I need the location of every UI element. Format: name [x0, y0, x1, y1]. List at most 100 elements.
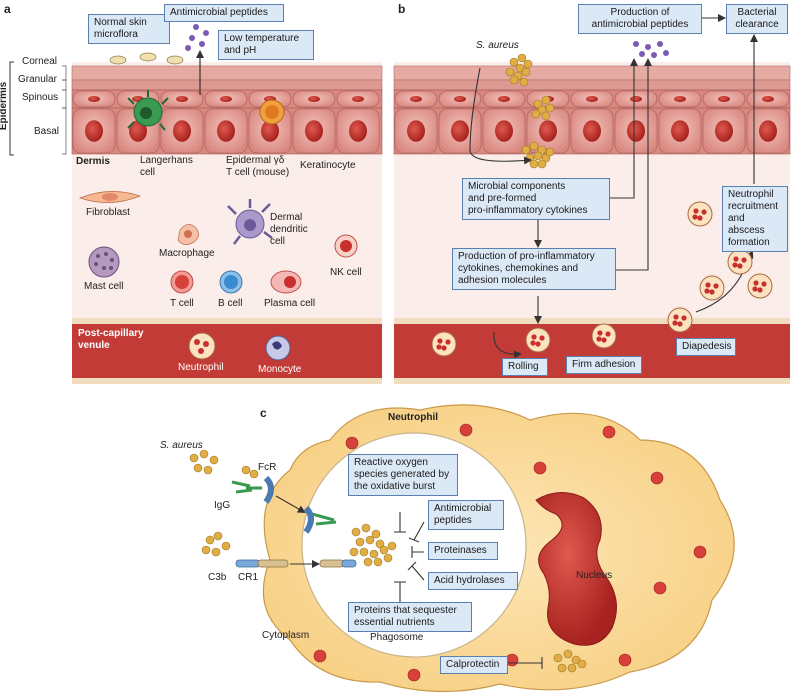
s-aureus-coccus [537, 105, 547, 115]
box-antimicrobial-peptides-a: Antimicrobial peptides [164, 4, 284, 22]
label-igg: IgG [214, 500, 231, 511]
label-b-cell: B cell [218, 298, 243, 309]
s-aureus-coccus [541, 153, 551, 163]
s-aureus-coccus [531, 109, 541, 119]
label-phagosome: Phagosome [370, 632, 424, 643]
nk-cell [334, 234, 358, 258]
neutrophil-b-lobe [597, 330, 603, 336]
box-amp-c: Antimicrobial peptides [428, 500, 504, 530]
basal-keratinocyte-nucleus [349, 120, 367, 142]
neutrophil-b-lobe [596, 336, 602, 342]
opsonized-bacterium [249, 469, 259, 479]
basal-keratinocyte-nucleus [217, 120, 235, 142]
antimicrobial-peptide-dots-b [633, 41, 669, 58]
label-nk-cell: NK cell [330, 267, 362, 278]
label-keratinocyte: Keratinocyte [300, 160, 356, 171]
s-aureus-coccus [529, 159, 539, 169]
neutrophil-b-lobe [692, 214, 698, 220]
box-proteinases: Proteinases [428, 542, 498, 560]
plasma-cell [270, 270, 302, 294]
neutrophil-b [727, 249, 753, 275]
neutrophil-b-lobe [704, 288, 710, 294]
spinous-cell-nucleus [352, 96, 364, 102]
layer-label-spinous: Spinous [22, 92, 59, 103]
basal-keratinocyte-nucleus [173, 120, 191, 142]
spinous-cell-b-nucleus [410, 96, 422, 102]
venule-neutrophil [188, 332, 216, 360]
phagosome-bacterium [351, 527, 361, 537]
spinous-cell-nucleus [308, 96, 320, 102]
spinous-cell-b-nucleus [454, 96, 466, 102]
phagosome-bacterium [363, 557, 373, 567]
basal-keratinocyte-b-nucleus [715, 120, 733, 142]
granules [313, 423, 707, 682]
post-capillary-venule [72, 318, 382, 384]
fibroblast [78, 191, 142, 203]
neutrophil-b-lobe [681, 315, 687, 321]
s-aureus-coccus [519, 77, 529, 87]
calprotectin-bacteria [553, 649, 587, 673]
neutrophil-b [667, 307, 693, 333]
spinous-cell-nucleus [88, 96, 100, 102]
basal-keratinocyte-b-nucleus [627, 120, 645, 142]
label-dermal-dendritic: Dermal dendritic cell [270, 212, 308, 247]
label-plasma-cell: Plasma cell [264, 298, 316, 309]
nucleus [535, 492, 617, 646]
basal-keratinocyte-b-nucleus [759, 120, 777, 142]
neutrophil-b-lobe [693, 208, 699, 214]
neutrophil-b [431, 331, 457, 357]
label-epidermal-gd: Epidermal γδ T cell (mouse) [226, 155, 290, 178]
box-ros: Reactive oxygen species generated by the… [348, 454, 458, 496]
phagosome-bacterium [359, 547, 369, 557]
panel-label-c: c [260, 406, 267, 420]
s-aureus-coccus [541, 95, 551, 105]
neutrophil-b-lobe [709, 289, 715, 295]
arrow-components-to-amp [610, 58, 638, 199]
label-macrophage: Macrophage [159, 248, 215, 259]
basal-keratinocyte-nucleus [85, 120, 103, 142]
extracellular-bacterium [211, 547, 221, 557]
dermal-dendritic-cell [227, 199, 273, 245]
s-aureus-coccus [537, 145, 547, 155]
box-neutrophil-recruitment: Neutrophil recruitment and abscess forma… [722, 186, 788, 252]
antimicrobial-peptide-dots [185, 24, 209, 51]
extracellular-bacterium [189, 453, 199, 463]
neutrophil-b-lobe [530, 340, 536, 346]
label-c3b: C3b [208, 572, 227, 583]
box-production-cytokines: Production of pro-inflammatory cytokines… [452, 248, 616, 290]
epidermal-gd-t-cell [259, 99, 285, 125]
label-nucleus: Nucleus [576, 570, 613, 581]
igg-antibody [231, 480, 262, 494]
s-aureus-coccus [505, 67, 515, 77]
arrow-rolling [493, 331, 522, 359]
s-aureus-coccus [509, 57, 519, 67]
inhibition-lines [394, 512, 543, 669]
neutrophil-b [699, 275, 725, 301]
box-bacterial-clearance: Bacterial clearance [726, 4, 788, 34]
s-aureus-coccus [545, 103, 555, 113]
neutrophil-b-lobe [445, 339, 451, 345]
neutrophil-b-lobe [441, 345, 447, 351]
phagosome-bacterium [379, 545, 389, 555]
neutrophil-b [747, 273, 773, 299]
box-microbial-components: Microbial components and pre-formed pro-… [462, 178, 610, 220]
panel-a [9, 24, 383, 384]
arrow-cytokines-to-amp [616, 58, 652, 271]
neutrophil-b-lobe [677, 321, 683, 327]
box-acid-hydrolases: Acid hydrolases [428, 572, 518, 590]
phagosome-bacterium [387, 541, 397, 551]
neutrophil-b-lobe [673, 314, 679, 320]
cr1-receptor [235, 559, 289, 568]
neutrophil-b-lobe [697, 215, 703, 221]
extracellular-bacterium [221, 541, 231, 551]
neutrophil-b-lobe [705, 282, 711, 288]
label-fibroblast: Fibroblast [86, 207, 130, 218]
arrow-staph-invasion [469, 67, 532, 165]
basal-keratinocyte-b-nucleus [583, 120, 601, 142]
layer-label-granular: Granular [18, 74, 57, 85]
spinous-cell-nucleus [176, 96, 188, 102]
corneal-layer [71, 65, 383, 81]
fcr-receptor [263, 475, 274, 504]
neutrophil-b-lobe [737, 263, 743, 269]
phagosome-bacterium [373, 557, 383, 567]
